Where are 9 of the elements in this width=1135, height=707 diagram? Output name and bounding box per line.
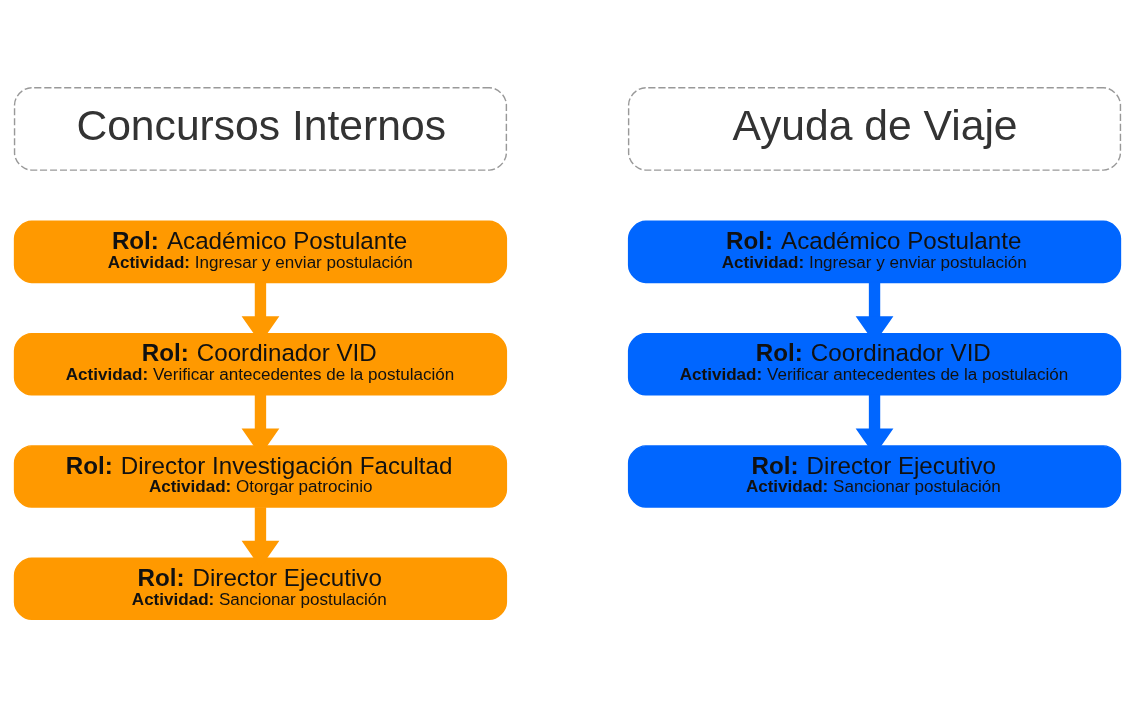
node-box: Concursos Internos: [13, 87, 508, 171]
node-box: Ayuda de Viaje: [627, 87, 1122, 171]
node-box: Rol: Director Ejecutivo Actividad: Sancionar postulación: [13, 557, 508, 620]
node-box: Rol: Coordinador VID Actividad: Verificar antecedentes de la postulación: [13, 332, 508, 396]
node-box: Rol: Académico Postulante Actividad: Ingresar y enviar postulación: [627, 220, 1122, 284]
node-box: Rol: Director Ejecutivo Actividad: Sancionar postulación: [627, 445, 1122, 508]
node-box: Rol: Académico Postulante Actividad: Ingresar y enviar postulación: [13, 220, 508, 284]
node-box: Rol: Director Investigación Facultad Actividad: Otorgar patrocinio: [13, 445, 508, 508]
node-box: Rol: Coordinador VID Actividad: Verificar antecedentes de la postulación: [627, 332, 1122, 396]
